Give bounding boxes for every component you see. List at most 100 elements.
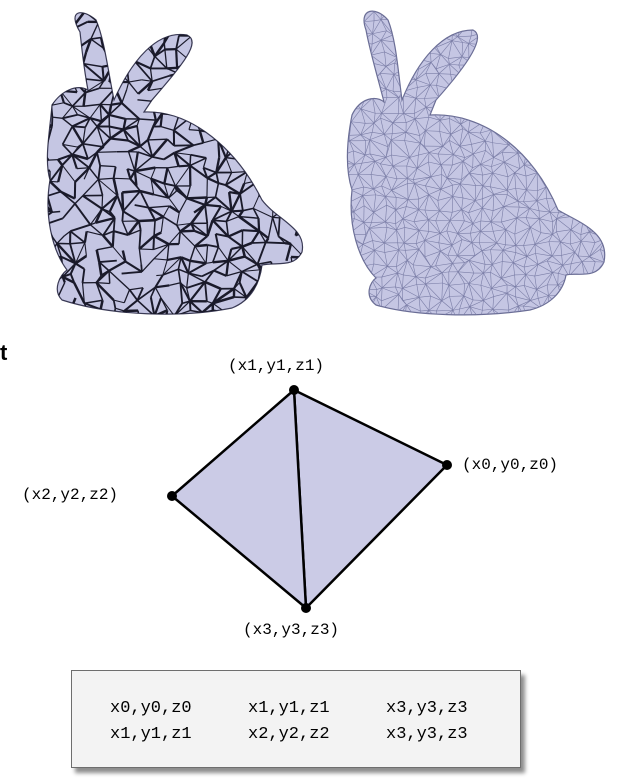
- mesh-edge: [284, 207, 301, 224]
- mesh-edge: [462, 42, 469, 44]
- mesh-edge: [407, 178, 414, 180]
- mesh-edge: [457, 36, 469, 44]
- mesh-edge: [536, 289, 539, 299]
- mesh-edge: [238, 215, 260, 233]
- mesh-edge: [267, 217, 274, 239]
- mesh-edge: [490, 242, 497, 250]
- mesh-edge: [354, 154, 366, 165]
- mesh-edge: [583, 63, 597, 69]
- mesh-edge: [326, 113, 338, 114]
- mesh-edge: [525, 217, 540, 220]
- mesh-edge: [320, 19, 327, 34]
- mesh-edge: [329, 13, 340, 21]
- mesh-edge: [348, 52, 355, 69]
- mesh-edge: [340, 156, 343, 163]
- mesh-edge: [516, 64, 530, 68]
- mesh-edge: [202, 157, 207, 168]
- mesh-edge: [58, 53, 70, 64]
- mesh-edge: [96, 152, 102, 166]
- mesh-edge: [220, 9, 234, 10]
- mesh-edge: [308, 108, 312, 114]
- mesh-edge: [331, 187, 343, 189]
- mesh-edge: [277, 125, 297, 133]
- mesh-edge: [347, 240, 351, 255]
- mesh-edge: [340, 65, 343, 80]
- mesh-edge: [467, 131, 472, 145]
- mesh-edge: [600, 24, 605, 34]
- mesh-edge: [318, 273, 332, 289]
- mesh-edge: [402, 276, 416, 289]
- mesh-edge: [428, 219, 441, 234]
- mesh-edge: [551, 64, 563, 81]
- mesh-edge: [360, 134, 366, 141]
- mesh-edge: [330, 256, 340, 266]
- mesh-edge: [482, 207, 494, 212]
- mesh-edge: [478, 242, 483, 251]
- mesh-edge: [390, 133, 393, 141]
- mesh-edge: [468, 207, 483, 213]
- mesh-edge: [321, 79, 327, 87]
- mesh-edge: [469, 172, 476, 186]
- mesh-edge: [199, 90, 203, 106]
- mesh-edge: [468, 283, 474, 301]
- mesh-edge: [82, 142, 105, 148]
- mesh-edge: [440, 108, 449, 113]
- mesh-edge: [403, 274, 416, 277]
- mesh-edge: [578, 164, 581, 174]
- mesh-edge: [327, 34, 332, 47]
- mesh-edge: [492, 142, 509, 146]
- mesh-edge: [369, 132, 373, 140]
- mesh-edge: [462, 64, 475, 77]
- mesh-edge: [570, 197, 575, 213]
- mesh-edge: [257, 218, 261, 232]
- mesh-edge: [506, 293, 510, 311]
- mesh-edge: [370, 40, 382, 56]
- mesh-edge: [611, 195, 614, 212]
- mesh-edge: [318, 96, 326, 113]
- mesh-edge: [373, 113, 376, 124]
- mesh-edge: [595, 151, 603, 155]
- mesh-edge: [376, 73, 381, 78]
- mesh-edge: [428, 296, 431, 311]
- mesh-edge: [201, 80, 220, 88]
- mesh-edge: [111, 24, 116, 42]
- mesh-edge: [493, 54, 497, 67]
- mesh-edge: [415, 276, 418, 285]
- mesh-edge: [163, 183, 170, 199]
- mesh-edge: [403, 227, 406, 244]
- mesh-edge: [449, 134, 452, 141]
- mesh-edge: [349, 84, 362, 90]
- mesh-edge: [540, 308, 549, 315]
- mesh-edge: [387, 249, 399, 267]
- mesh-edge: [595, 297, 604, 308]
- mesh-edge: [517, 201, 520, 208]
- mesh-edge: [424, 240, 441, 252]
- mesh-edge: [51, 236, 58, 244]
- mesh-edge: [265, 12, 274, 16]
- mesh-edge: [549, 164, 564, 167]
- mesh-edge: [438, 242, 452, 246]
- mesh-edge: [391, 132, 407, 141]
- mesh-edge: [535, 150, 553, 158]
- mesh-edge: [534, 31, 539, 47]
- mesh-edge: [558, 29, 570, 43]
- mesh-edge: [47, 12, 53, 18]
- mesh-edge: [347, 307, 365, 315]
- mesh-edge: [480, 310, 483, 315]
- mesh-edge: [561, 251, 575, 256]
- mesh-edge: [442, 140, 450, 147]
- mesh-edge: [392, 23, 408, 36]
- mesh-edge: [348, 96, 365, 101]
- mesh-edge: [291, 92, 300, 109]
- mesh-edge: [418, 230, 426, 241]
- mesh-edge: [280, 55, 284, 62]
- mesh-edge: [493, 13, 496, 23]
- mesh-edge: [189, 300, 204, 314]
- mesh-edge: [381, 112, 394, 124]
- mesh-edge: [358, 289, 364, 297]
- mesh-edge: [414, 11, 419, 15]
- mesh-edge: [580, 57, 584, 65]
- mesh-edge: [493, 33, 496, 48]
- mesh-edge: [502, 108, 508, 121]
- mesh-edge: [186, 197, 206, 206]
